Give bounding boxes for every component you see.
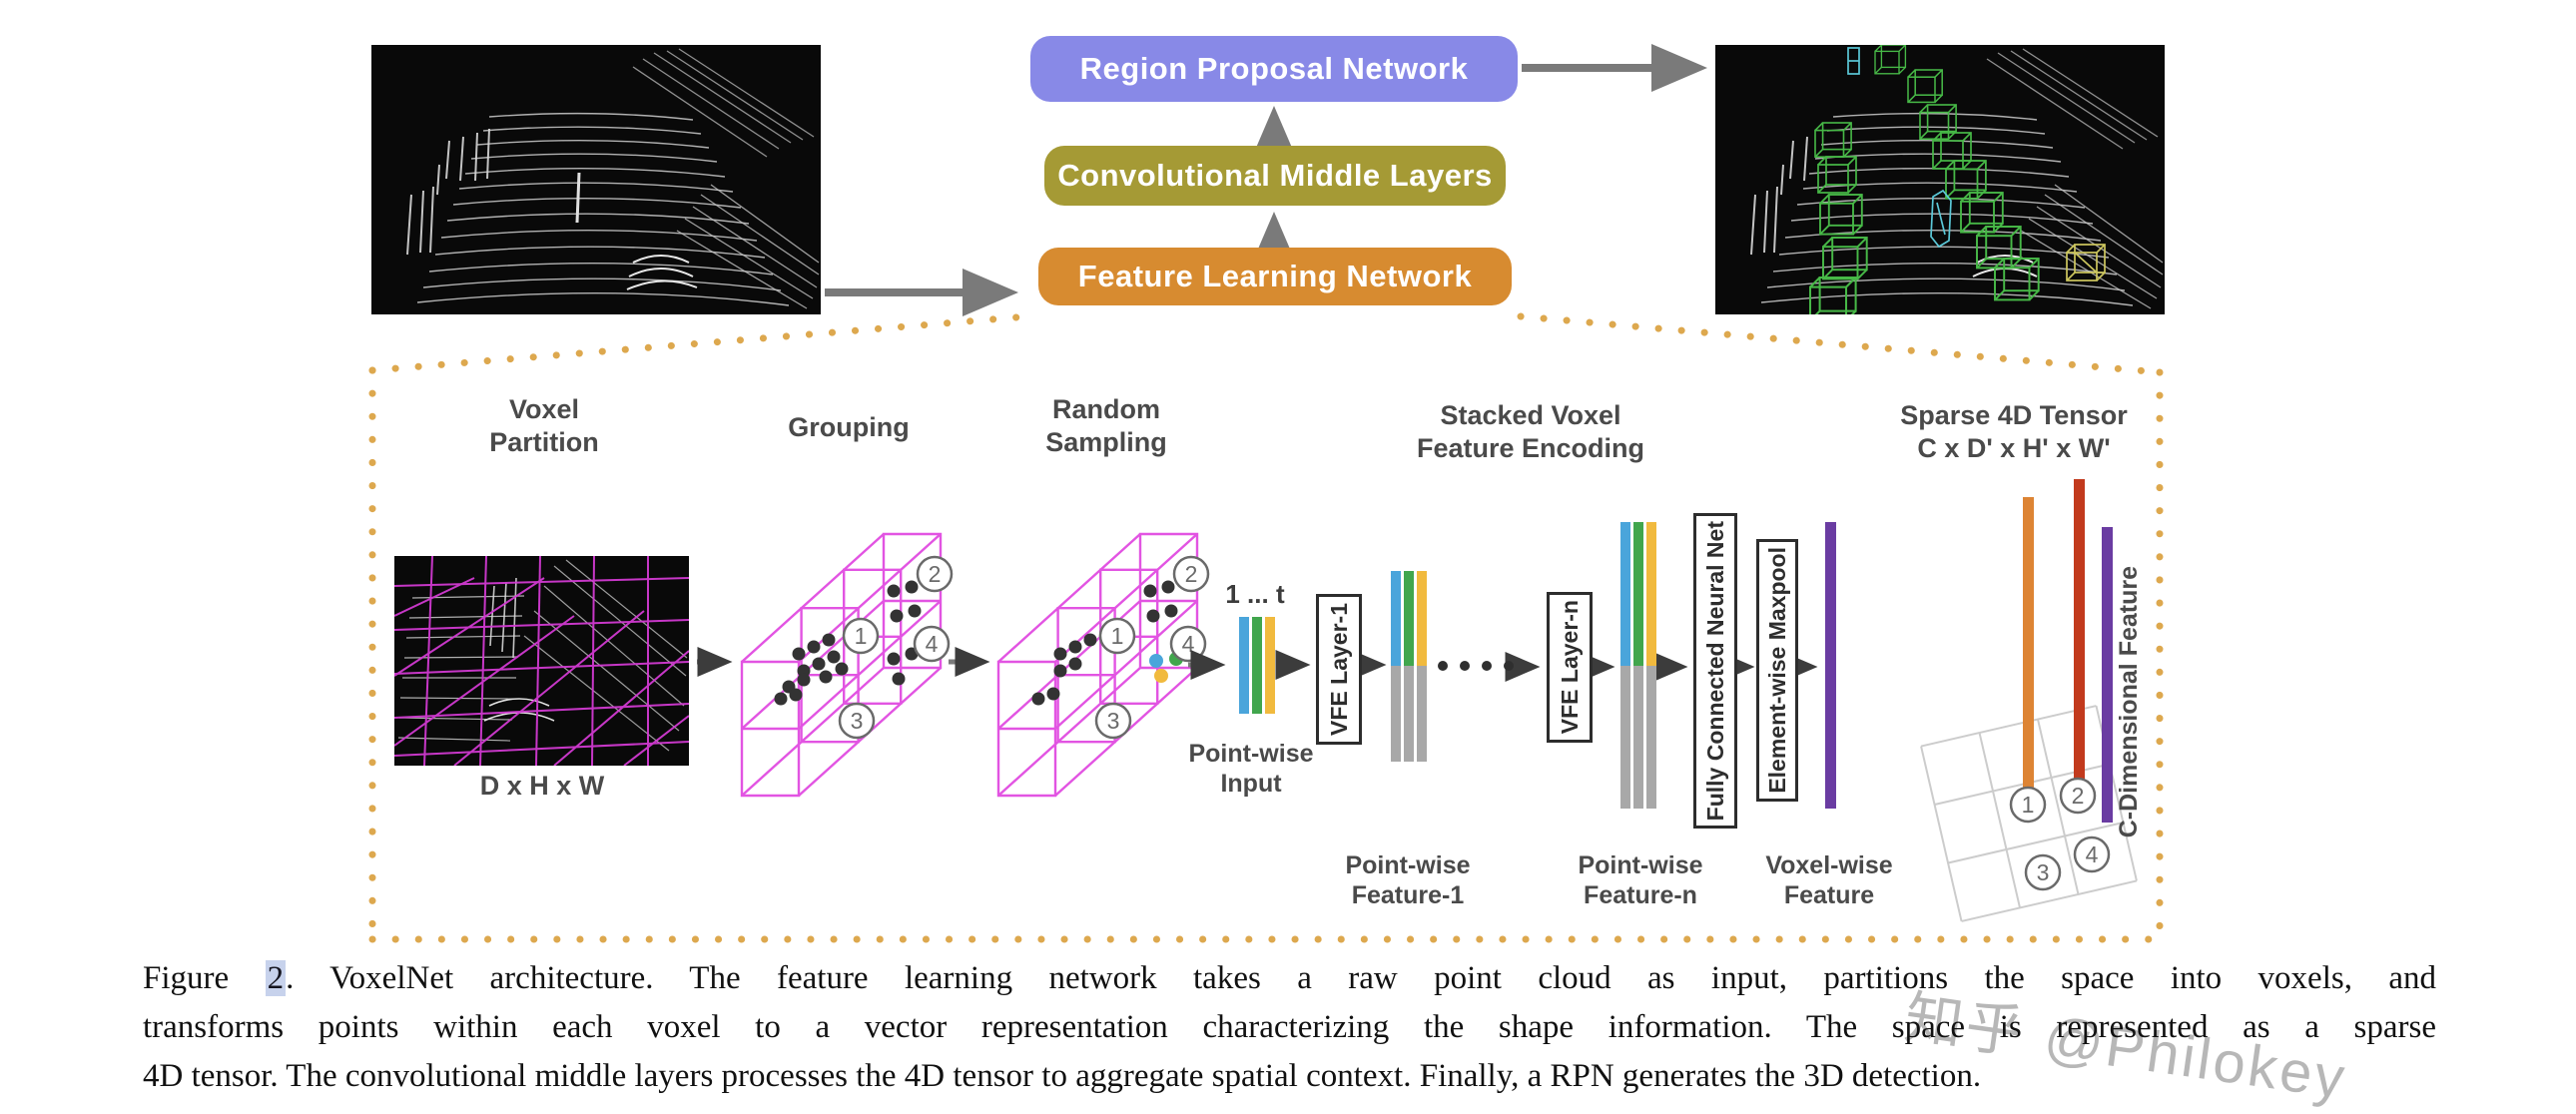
svg-text:3: 3: [1107, 708, 1120, 734]
voxel-dims-label: D x H x W: [479, 771, 605, 801]
svg-text:4: 4: [1182, 631, 1195, 657]
ellipsis-dots: [1438, 661, 1514, 671]
caption-prefix: Figure: [143, 960, 266, 996]
maxpool-label: Element-wise Maxpool: [1763, 547, 1790, 794]
svg-text:4: 4: [926, 631, 939, 657]
fully-connected-label: Fully Connected Neural Net: [1701, 520, 1728, 822]
maxpool-box: Element-wise Maxpool: [1756, 539, 1798, 802]
pointwise-featuren-label: Point-wise Feature-n: [1578, 851, 1703, 909]
pointwise-feature1-bars: [1391, 571, 1427, 762]
header-grouping: Grouping: [788, 412, 910, 442]
svg-text:1: 1: [855, 623, 868, 649]
header-stacked-vfe: Stacked Voxel Feature Encoding: [1416, 400, 1645, 463]
pointwise-input-bars: [1239, 617, 1275, 714]
svg-text:3: 3: [851, 708, 864, 734]
region-proposal-network-box: Region Proposal Network: [1030, 36, 1518, 102]
pointwise-feature1-label: Point-wise Feature-1: [1345, 851, 1471, 909]
caption-line1-text: . VoxelNet architecture. The feature lea…: [286, 960, 2436, 996]
tensor-bar-purple: [2102, 527, 2113, 823]
svg-text:4: 4: [2086, 841, 2099, 867]
rpn-label: Region Proposal Network: [1079, 51, 1469, 86]
caption-line-3: 4D tensor. The convolutional middle laye…: [143, 1058, 1982, 1094]
vfe-layer-n-box: VFE Layer-n: [1547, 592, 1593, 743]
svg-text:2: 2: [2072, 783, 2085, 809]
header-random-sampling: Random Sampling: [1045, 394, 1167, 457]
header-voxel-partition: Voxel Partition: [489, 394, 599, 457]
pipeline-arrows: [697, 647, 1818, 682]
c-dimensional-label: C-Dimensional Feature: [2115, 565, 2143, 838]
voxelwise-feature-label: Voxel-wise Feature: [1765, 851, 1893, 909]
voxelwise-feature-bar: [1825, 522, 1836, 809]
tensor-bar-orange: [2023, 497, 2034, 799]
figure-number-link[interactable]: 2: [265, 960, 287, 996]
sampled-points: [1031, 580, 1183, 706]
fln-label: Feature Learning Network: [1077, 259, 1473, 293]
convolutional-middle-layers-box: Convolutional Middle Layers: [1044, 146, 1506, 206]
lidar-input-image: [371, 45, 821, 314]
vfe-layer-1-box: VFE Layer-1: [1316, 594, 1362, 745]
caption-line-1: Figure 2. VoxelNet architecture. The fea…: [143, 954, 2436, 1003]
cyan-detection-boxes: [1847, 47, 1952, 249]
svg-text:1: 1: [2022, 792, 2035, 818]
grouping-points: [774, 580, 922, 706]
voxel-grid-lines: [394, 556, 689, 766]
voxel-partition-image: [394, 556, 689, 766]
svg-text:1: 1: [1111, 623, 1124, 649]
caption-line-2: transforms points within each voxel to a…: [143, 1009, 2436, 1045]
pointwise-input-label: Point-wise Input: [1188, 740, 1314, 798]
grouping-voxels: 1 2 3 4: [740, 532, 954, 798]
vfe-layer-1-label: VFE Layer-1: [1325, 603, 1352, 736]
sequence-label: 1 ... t: [1225, 579, 1285, 609]
svg-text:2: 2: [929, 561, 942, 587]
grouping-voxel-numbers: 1 2 3 4: [838, 555, 954, 740]
header-sparse-tensor: Sparse 4D Tensor C x D' x H' x W': [1900, 400, 2128, 463]
detection-output-image: [1715, 45, 2165, 314]
vfe-layer-n-label: VFE Layer-n: [1556, 600, 1583, 735]
yellow-detection-box: [2066, 244, 2106, 281]
tensor-cell-numbers: 1 2 3 4: [2009, 777, 2111, 891]
feature-learning-network-box: Feature Learning Network: [1038, 248, 1512, 305]
figure-caption: Figure 2. VoxelNet architecture. The fea…: [143, 954, 2436, 1101]
fully-connected-box: Fully Connected Neural Net: [1693, 513, 1737, 829]
tensor-bar-red: [2074, 479, 2085, 789]
sparse-tensor-grid: [1920, 705, 2138, 922]
svg-text:3: 3: [2037, 859, 2050, 885]
cml-label: Convolutional Middle Layers: [1057, 158, 1493, 193]
pointwise-featuren-bars: [1620, 522, 1656, 809]
